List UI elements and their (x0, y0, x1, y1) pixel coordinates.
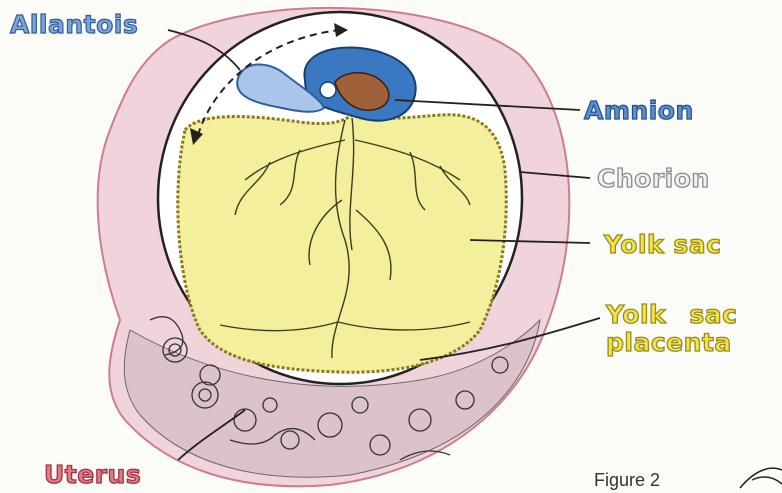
yolk-sac (178, 112, 506, 372)
label-yolk-sac: Yolk sac (604, 232, 721, 257)
label-chorion: Chorion (597, 166, 710, 191)
corner-fragment (740, 468, 782, 488)
figure-caption: Figure 2 (594, 470, 660, 491)
label-amnion: Amnion (584, 98, 694, 123)
label-yolk-sac-placenta-line1: Yolk sac (606, 302, 737, 327)
label-allantois: Allantois (10, 12, 138, 37)
label-uterus: Uterus (44, 462, 141, 487)
amnion-lumen (320, 82, 336, 98)
label-yolk-sac-placenta-line2: placenta (606, 330, 732, 355)
